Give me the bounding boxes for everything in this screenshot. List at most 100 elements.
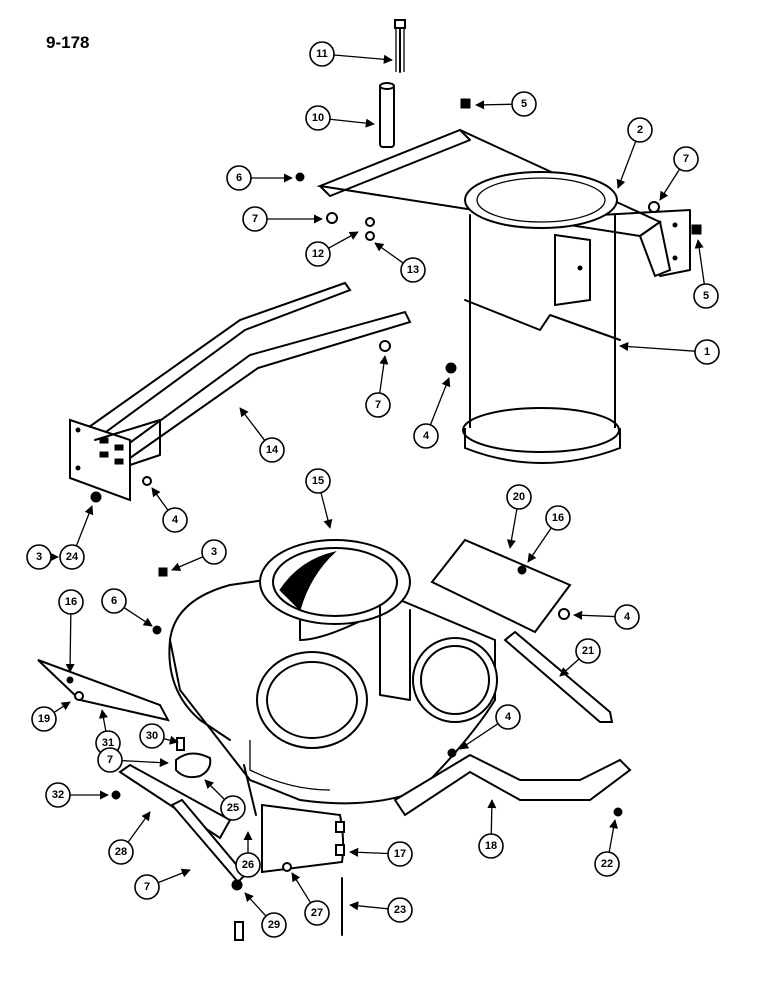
callout-leader bbox=[349, 901, 389, 911]
callout-bubble bbox=[693, 283, 719, 309]
callout-28: 28 bbox=[108, 811, 151, 865]
callout-number: 3 bbox=[36, 551, 42, 563]
callout-number: 7 bbox=[375, 399, 381, 411]
callout-bubble bbox=[365, 392, 391, 418]
callout-18: 18 bbox=[478, 799, 504, 859]
callout-7: 7 bbox=[134, 868, 191, 900]
callout-bubble bbox=[101, 588, 127, 614]
callout-bubble bbox=[304, 900, 330, 926]
callout-leader bbox=[333, 54, 393, 64]
callout-10: 10 bbox=[305, 105, 375, 131]
callout-bubble bbox=[226, 165, 252, 191]
callout-bubble bbox=[162, 507, 188, 533]
callout-bubble bbox=[387, 897, 413, 923]
callout-6: 6 bbox=[226, 165, 293, 191]
part-28-rod bbox=[243, 764, 257, 816]
callout-leader bbox=[127, 811, 151, 843]
callout-bubble bbox=[31, 706, 57, 732]
part-30-clip bbox=[175, 752, 212, 779]
callout-leader bbox=[121, 758, 169, 768]
callout-number: 25 bbox=[227, 802, 239, 814]
callout-leader bbox=[573, 610, 616, 620]
callout-32: 32 bbox=[45, 782, 109, 808]
callout-number: 10 bbox=[312, 112, 324, 124]
callout-19: 19 bbox=[31, 701, 71, 732]
callout-bubble bbox=[413, 423, 439, 449]
callout-bubble bbox=[108, 839, 134, 865]
callout-bubble bbox=[575, 638, 601, 664]
part-17-curved-bracket bbox=[393, 753, 632, 817]
part-19-plate bbox=[37, 659, 170, 722]
callout-number: 14 bbox=[266, 444, 279, 456]
callout-4: 4 bbox=[151, 487, 188, 533]
callout-number: 5 bbox=[703, 290, 709, 302]
callout-number: 22 bbox=[601, 858, 613, 870]
callout-25: 25 bbox=[204, 779, 246, 821]
callout-number: 17 bbox=[394, 848, 406, 860]
callout-bubble bbox=[220, 795, 246, 821]
callout-leader bbox=[157, 868, 191, 884]
callout-leader bbox=[659, 168, 681, 201]
callout-14: 14 bbox=[239, 407, 285, 463]
callout-leader bbox=[429, 377, 451, 426]
part-1-tube bbox=[462, 171, 621, 464]
callout-leader bbox=[475, 100, 513, 110]
callout-leader bbox=[239, 407, 266, 441]
callout-30: 30 bbox=[139, 723, 179, 749]
callout-number: 3 bbox=[211, 546, 217, 558]
part-10-spacer bbox=[379, 82, 395, 148]
callout-12: 12 bbox=[305, 231, 359, 267]
part-15-lower-housing bbox=[168, 539, 498, 805]
callout-leader bbox=[204, 779, 225, 800]
callout-number: 30 bbox=[146, 730, 158, 742]
callout-bubble bbox=[259, 437, 285, 463]
callout-17: 17 bbox=[349, 841, 413, 867]
callout-5: 5 bbox=[475, 91, 537, 117]
callout-leader bbox=[559, 658, 580, 677]
callout-number: 27 bbox=[311, 907, 323, 919]
callout-bubble bbox=[242, 206, 268, 232]
callout-bubble bbox=[235, 852, 261, 878]
callout-leader bbox=[65, 613, 75, 673]
callout-number: 7 bbox=[683, 153, 689, 165]
callout-bubble bbox=[627, 117, 653, 143]
callout-21: 21 bbox=[559, 638, 601, 677]
callout-7: 7 bbox=[365, 355, 391, 418]
callout-leader bbox=[619, 342, 696, 352]
callout-number: 19 bbox=[38, 713, 50, 725]
callout-leader bbox=[527, 527, 552, 563]
page-number: 9-178 bbox=[46, 33, 90, 52]
callout-number: 1 bbox=[704, 346, 710, 358]
callout-4: 4 bbox=[459, 704, 521, 750]
callout-bubble bbox=[309, 41, 335, 67]
callout-number: 4 bbox=[423, 430, 430, 442]
callout-20: 20 bbox=[506, 484, 532, 549]
callout-number: 4 bbox=[624, 611, 631, 623]
callout-bubble bbox=[506, 484, 532, 510]
callout-bubble bbox=[59, 544, 85, 570]
callout-bubble bbox=[673, 146, 699, 172]
callout-2: 2 bbox=[616, 117, 653, 189]
callout-number: 24 bbox=[66, 551, 79, 563]
part-21-strap bbox=[503, 630, 614, 723]
callout-leader bbox=[506, 508, 518, 549]
callout-number: 15 bbox=[312, 475, 324, 487]
callout-bubble bbox=[545, 505, 571, 531]
callout-bubble bbox=[478, 833, 504, 859]
callout-leader bbox=[53, 701, 71, 713]
callout-bubble bbox=[305, 241, 331, 267]
callout-number: 26 bbox=[242, 859, 254, 871]
callout-4: 4 bbox=[413, 377, 451, 449]
callout-leader bbox=[608, 819, 619, 853]
callout-leader bbox=[244, 892, 267, 917]
callout-bubble bbox=[45, 782, 71, 808]
callout-3: 3 bbox=[171, 539, 227, 571]
part-20-plate bbox=[430, 538, 572, 634]
callout-leader bbox=[75, 505, 94, 547]
callout-leader bbox=[487, 799, 497, 835]
callout-number: 29 bbox=[268, 919, 280, 931]
callout-number: 23 bbox=[394, 904, 406, 916]
callout-6: 6 bbox=[101, 588, 153, 627]
callout-bubble bbox=[261, 912, 287, 938]
